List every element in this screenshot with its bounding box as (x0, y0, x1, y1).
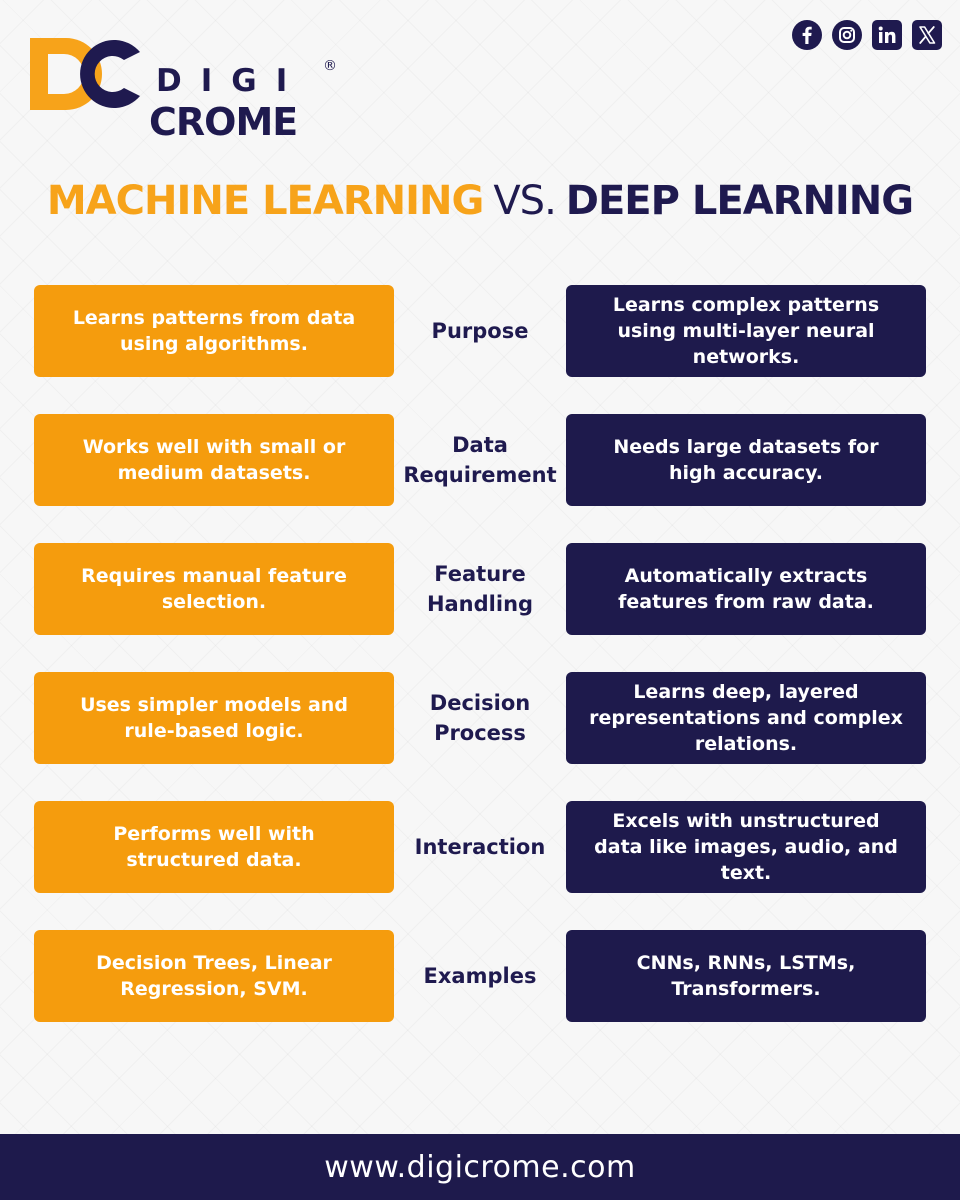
comparison-row-feature-handling: Requires manual feature selection. Featu… (34, 543, 926, 635)
facebook-icon (792, 20, 822, 50)
title-deep-learning: DEEP LEARNING (565, 178, 914, 224)
comparison-row-examples: Decision Trees, Linear Regression, SVM. … (34, 930, 926, 1022)
ml-feature-handling-box: Requires manual feature selection. (34, 543, 394, 635)
comparison-row-interaction: Performs well with structured data. Inte… (34, 801, 926, 893)
criterion-purpose: Purpose (431, 319, 529, 343)
social-links (792, 20, 942, 50)
criterion-feature-handling: Feature Handling (426, 562, 534, 616)
criterion-examples: Examples (423, 964, 537, 988)
dl-examples-box: CNNs, RNNs, LSTMs, Transformers. (566, 930, 926, 1022)
dl-interaction-box: Excels with unstructured data like image… (566, 801, 926, 893)
criterion-decision-process: Decision Process (429, 691, 531, 745)
logo-mark-icon (30, 38, 140, 110)
title-vs: VS. (493, 178, 556, 224)
comparison-row-decision-process: Uses simpler models and rule-based logic… (34, 672, 926, 764)
ml-examples-box: Decision Trees, Linear Regression, SVM. (34, 930, 394, 1022)
dl-feature-handling-box: Automatically extracts features from raw… (566, 543, 926, 635)
footer-bar: www.digicrome.com (0, 1134, 960, 1200)
dl-purpose-box: Learns complex patterns using multi-laye… (566, 285, 926, 377)
ml-interaction-box: Performs well with structured data. (34, 801, 394, 893)
logo-text-top: DIGI (156, 63, 307, 99)
linkedin-link[interactable] (872, 20, 902, 50)
ml-purpose-box: Learns patterns from data using algorith… (34, 285, 394, 377)
logo-text-bottom: CROME (149, 100, 298, 144)
website-link[interactable]: www.digicrome.com (324, 1149, 636, 1185)
instagram-icon (832, 20, 862, 50)
x-icon (912, 20, 942, 50)
facebook-link[interactable] (792, 20, 822, 50)
ml-data-requirement-box: Works well with small or medium datasets… (34, 414, 394, 506)
comparison-row-purpose: Learns patterns from data using algorith… (34, 285, 926, 377)
registered-mark: ® (323, 58, 337, 74)
comparison-row-data-requirement: Works well with small or medium datasets… (34, 414, 926, 506)
x-link[interactable] (912, 20, 942, 50)
criterion-data-requirement: Data Requirement (403, 433, 557, 487)
title-machine-learning: MACHINE LEARNING (46, 178, 484, 224)
criterion-interaction: Interaction (414, 835, 546, 859)
dl-decision-process-box: Learns deep, layered representations and… (566, 672, 926, 764)
linkedin-icon (872, 20, 902, 50)
brand-logo[interactable]: DIGI CROME ® (28, 30, 337, 141)
ml-decision-process-box: Uses simpler models and rule-based logic… (34, 672, 394, 764)
dl-data-requirement-box: Needs large datasets for high accuracy. (566, 414, 926, 506)
instagram-link[interactable] (832, 20, 862, 50)
